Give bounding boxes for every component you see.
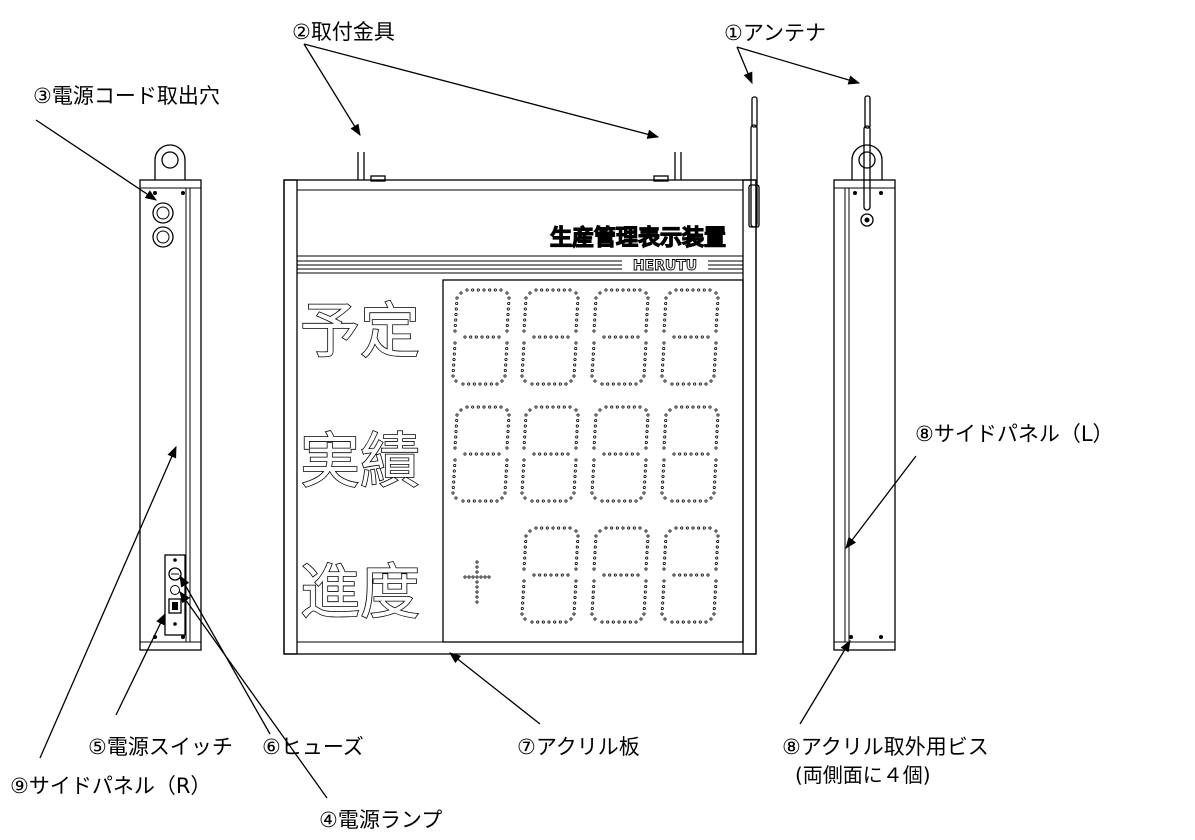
side-panel-left xyxy=(833,179,896,651)
row-label-progress: 進度 xyxy=(300,558,420,628)
digit-8-r1-c3 xyxy=(660,405,720,503)
front-left-rail xyxy=(283,179,298,655)
digit-8-r0-c2 xyxy=(590,288,650,386)
left-side-view xyxy=(833,95,896,651)
brand-logo: HERUTU xyxy=(633,258,697,274)
label-acrylic-board: ⑦アクリル板 xyxy=(517,735,640,759)
digit-8-r2-c1 xyxy=(520,526,580,624)
leader-lines xyxy=(35,43,917,799)
antenna-side xyxy=(860,95,874,227)
digit-8-r2-c2 xyxy=(590,526,650,624)
plus-sign-dots xyxy=(463,560,491,604)
fuse-holder xyxy=(168,567,182,581)
right-side-view xyxy=(139,144,202,651)
front-view: 生産管理表示装置 HERUTU 予定 実績 進度 xyxy=(283,96,760,655)
label-acrylic-screw: ⑧アクリル取外用ビス xyxy=(782,735,989,759)
label-power-switch: ⑤電源スイッチ xyxy=(88,735,233,759)
antenna-front xyxy=(748,96,760,228)
digit-8-r1-c2 xyxy=(590,405,650,503)
brand-stripes xyxy=(297,255,743,274)
power-lamp xyxy=(170,585,180,595)
digit-8-r0-c3 xyxy=(660,288,720,386)
row-label-actual: 実績 xyxy=(300,427,420,497)
hanging-ring-left-view xyxy=(851,144,883,180)
label-side-panel-r: ⑨サイドパネル（R） xyxy=(10,774,211,798)
label-acrylic-screw-note: (両側面に４個) xyxy=(795,763,931,787)
seven-segment-digits xyxy=(451,288,720,624)
digit-8-r1-c1 xyxy=(520,405,580,503)
sign-indicator xyxy=(463,560,491,604)
label-antenna: ①アンテナ xyxy=(724,21,826,45)
label-cord-hole: ③電源コード取出穴 xyxy=(33,84,220,108)
label-side-panel-l: ⑧サイドパネル（L） xyxy=(915,422,1114,446)
acrylic-board xyxy=(442,279,744,643)
power-switch xyxy=(168,598,182,614)
digit-8-r1-c0 xyxy=(451,405,511,503)
power-cord-hole xyxy=(152,202,174,248)
digit-8-r2-c3 xyxy=(660,526,720,624)
digit-8-r0-c1 xyxy=(520,288,580,386)
row-label-plan: 予定 xyxy=(300,297,420,367)
digit-8-r0-c0 xyxy=(451,288,511,386)
label-power-lamp: ④電源ランプ xyxy=(319,808,442,832)
mounting-bracket xyxy=(357,152,682,182)
front-right-rail xyxy=(742,179,757,655)
side-panel-right xyxy=(139,179,202,651)
label-fuse: ⑥ヒューズ xyxy=(262,735,364,759)
label-bracket: ②取付金具 xyxy=(292,20,395,44)
acrylic-screw xyxy=(849,635,853,639)
hanging-ring-right-view xyxy=(154,144,186,180)
panel-title: 生産管理表示装置 xyxy=(550,225,726,251)
